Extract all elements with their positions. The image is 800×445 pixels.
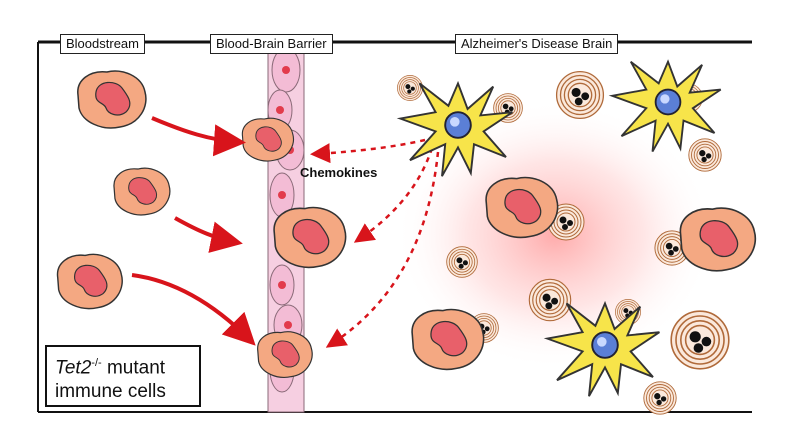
- immune-cell: [257, 331, 313, 378]
- immune-cell: [241, 117, 295, 162]
- label-blood-brain-barrier: Blood-Brain Barrier: [210, 34, 333, 54]
- amyloid-plaque: [528, 278, 572, 322]
- migration-arrow: [151, 116, 246, 157]
- chemokine-arrow: [325, 151, 440, 348]
- migration-arrow: [174, 216, 243, 253]
- legend-box: Tet2-/- mutant immune cells: [45, 345, 201, 407]
- immune-cell: [485, 176, 559, 239]
- label-alzheimers-brain: Alzheimer's Disease Brain: [455, 34, 619, 54]
- amyloid-plaque: [643, 381, 677, 415]
- legend-superscript: -/-: [91, 357, 102, 369]
- legend-gene: Tet2: [55, 357, 92, 379]
- label-bloodstream: Bloodstream: [60, 34, 145, 54]
- amyloid-plaque: [670, 310, 730, 370]
- amyloid-plaque: [555, 70, 605, 120]
- label-chemokines: Chemokines: [300, 165, 378, 180]
- amyloid-plaque: [446, 246, 478, 278]
- immune-cell: [411, 308, 485, 371]
- immune-cell: [113, 167, 171, 216]
- chemokine-arrow: [310, 138, 426, 164]
- amyloid-plaque: [397, 75, 423, 101]
- immune-cell: [77, 70, 147, 129]
- immune-cell: [679, 207, 757, 272]
- immune-cell: [273, 206, 347, 269]
- legend-line-1: Tet2-/- mutant: [55, 351, 191, 380]
- legend-line-2: immune cells: [55, 381, 166, 403]
- chemokine-arrow: [353, 147, 434, 243]
- immune-cell: [56, 253, 123, 310]
- migration-arrow: [131, 273, 256, 346]
- amyloid-plaque: [688, 138, 722, 172]
- legend-line1-rest: mutant: [101, 357, 166, 379]
